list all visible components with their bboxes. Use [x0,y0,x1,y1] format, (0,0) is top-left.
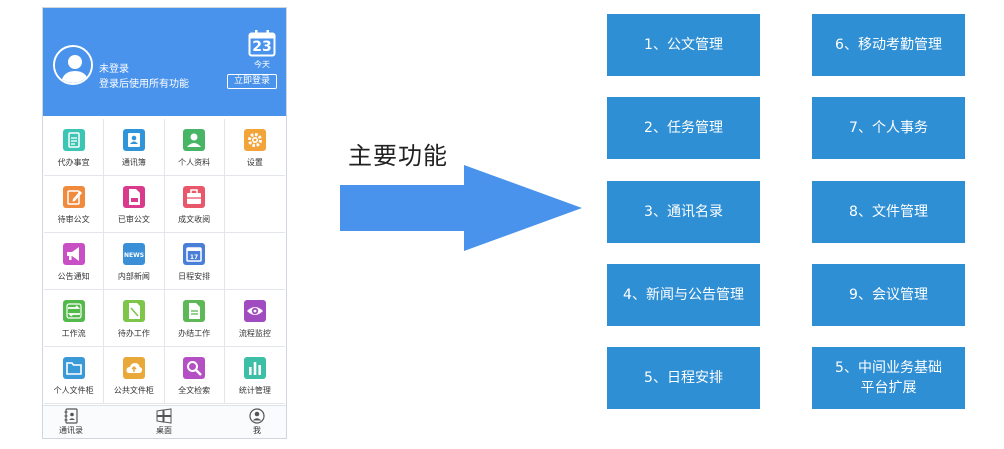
grid-item[interactable]: 成文收阅 [164,176,225,233]
approved-document-icon [122,186,145,208]
grid-item[interactable]: 统计管理 [224,347,285,404]
grid-item[interactable]: 待办工作 [104,290,165,347]
cloud-upload-icon [122,357,145,379]
workflow-icon [62,300,85,322]
grid-item-label: 办结工作 [178,329,211,338]
grid-item-label: 流程监控 [238,329,271,338]
pending-work-icon [122,300,145,322]
function-box: 5、日程安排 [607,347,760,409]
search-icon [183,357,206,379]
grid-item[interactable]: 全文检索 [164,347,225,404]
grid-item-label: 待审公文 [57,215,90,224]
login-hint: 登录后使用所有功能 [99,79,189,90]
calendar-icon [248,30,276,57]
address-book-icon [64,408,78,424]
login-button[interactable]: 立即登录 [227,74,277,89]
tab-address-book[interactable]: 通讯录 [46,408,96,436]
grid-item-label: 公告通知 [57,272,90,281]
function-box: 9、会议管理 [812,264,965,326]
grid-item-label: 设置 [246,158,263,167]
right-arrow-icon [340,165,582,251]
grid-item[interactable]: 流程监控 [224,290,285,347]
grid-item[interactable]: 通讯簿 [104,119,165,176]
grid-item[interactable]: 个人文件柜 [44,347,105,404]
function-box: 5、中间业务基础 平台扩展 [812,347,965,409]
function-box: 4、新闻与公告管理 [607,264,760,326]
grid-item[interactable]: 代办事宜 [44,119,105,176]
grid-item[interactable]: 17 日程安排 [164,233,225,290]
windows-icon [156,408,172,424]
news-icon: NEWS [122,243,145,265]
function-box: 2、任务管理 [607,97,760,159]
tab-desktop[interactable]: 桌面 [139,408,189,436]
today-label: 今天 [254,60,270,69]
bar-chart-icon [243,357,266,379]
tab-label: 通讯录 [59,426,83,435]
tab-bar: 通讯录 桌面 我 [43,405,286,438]
profile-icon [183,129,206,151]
feature-grid: 代办事宜 通讯簿 个人资料 设置待审公文 已审公文 成文收阅公告通知 NEWS 内部新闻 17 日… [44,119,285,404]
grid-item-label: 待办工作 [117,329,150,338]
tab-label: 我 [253,426,261,435]
grid-item-label: 日程安排 [178,272,211,281]
grid-item[interactable]: 公告通知 [44,233,105,290]
calendar-day: 23 [252,39,272,55]
grid-empty-cell [224,176,285,233]
grid-item[interactable]: 已审公文 [104,176,165,233]
grid-item-label: 全文检索 [178,386,211,395]
megaphone-icon [62,243,85,265]
function-box: 1、公文管理 [607,14,760,76]
tab-label: 桌面 [156,426,172,435]
function-box: 6、移动考勤管理 [812,14,965,76]
grid-empty-cell [224,233,285,290]
grid-item-label: 通讯簿 [121,158,146,167]
done-work-icon [183,300,206,322]
grid-item-label: 个人文件柜 [53,386,94,395]
grid-item-label: 统计管理 [238,386,271,395]
profile-header: 未登录 登录后使用所有功能 23 今天 立即登录 [43,8,286,116]
svg-text:NEWS: NEWS [124,252,144,259]
todo-icon [62,129,85,151]
user-icon [249,408,265,424]
tab-me[interactable]: 我 [232,408,282,436]
grid-item[interactable]: 设置 [224,119,285,176]
folder-icon [62,357,85,379]
grid-item-label: 内部新闻 [117,272,150,281]
grid-item[interactable]: NEWS 内部新闻 [104,233,165,290]
gear-icon [243,129,266,151]
function-box: 7、个人事务 [812,97,965,159]
grid-item-label: 工作流 [61,329,86,338]
login-status: 未登录 [99,64,129,75]
function-box: 3、通讯名录 [607,181,760,243]
grid-item-label: 公共文件柜 [113,386,154,395]
grid-item-label: 成文收阅 [178,215,211,224]
phone-mockup: 未登录 登录后使用所有功能 23 今天 立即登录 代办事宜 通讯簿 个人资料 设置待审… [42,7,287,439]
grid-item-label: 代办事宜 [57,158,90,167]
briefcase-icon [183,186,206,208]
main-functions-title: 主要功能 [348,142,448,170]
calendar-icon: 17 [183,243,206,265]
svg-text:17: 17 [190,254,198,261]
edit-document-icon [62,186,85,208]
contact-book-icon [122,129,145,151]
grid-item[interactable]: 公共文件柜 [104,347,165,404]
grid-item-label: 个人资料 [178,158,211,167]
grid-item[interactable]: 工作流 [44,290,105,347]
eye-icon [243,300,266,322]
grid-item-label: 已审公文 [117,215,150,224]
function-box: 8、文件管理 [812,181,965,243]
grid-item[interactable]: 个人资料 [164,119,225,176]
grid-item[interactable]: 待审公文 [44,176,105,233]
avatar[interactable] [53,45,93,85]
grid-item[interactable]: 办结工作 [164,290,225,347]
